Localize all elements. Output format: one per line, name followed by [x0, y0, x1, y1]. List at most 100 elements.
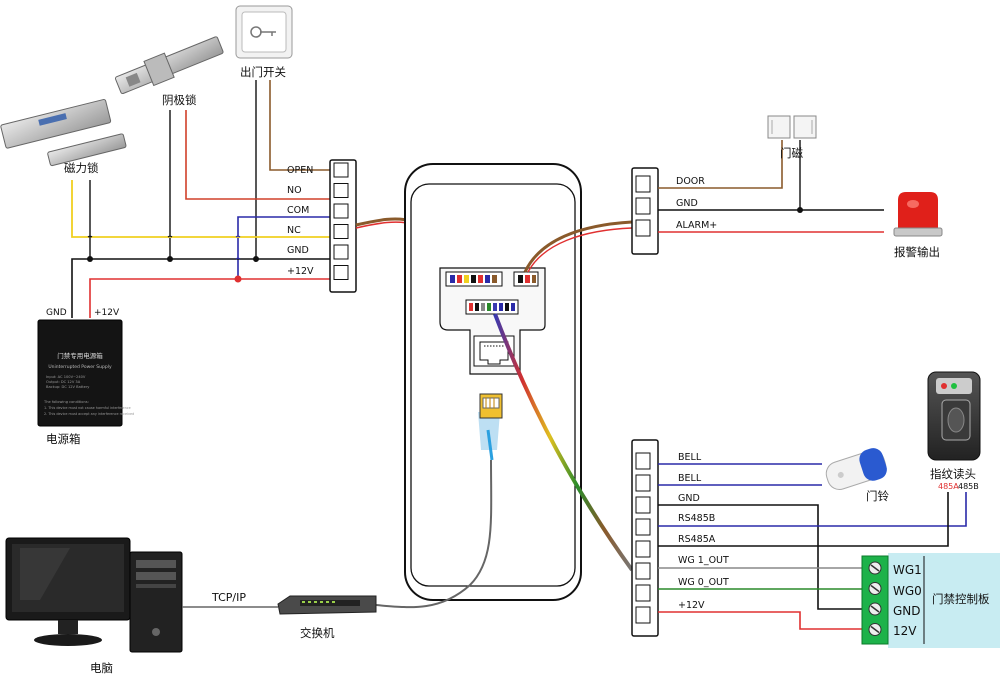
right-bottom-labels: BELL BELL GND RS485B RS485A WG 1_OUT WG …	[678, 452, 729, 611]
wire-rb-gnd	[658, 504, 866, 610]
wire-com	[237, 216, 330, 279]
terminal-bell1-label: BELL	[678, 452, 702, 463]
computer	[5, 537, 183, 653]
terminal-gnd-label: GND	[287, 245, 309, 256]
psu-gnd-label: GND	[46, 308, 67, 318]
controller-gnd-label: GND	[893, 604, 921, 618]
power-box-subtitle: Uninterrupted Power Supply	[48, 364, 112, 370]
magnetic-lock-label: 磁力锁	[64, 161, 99, 175]
power-box-note-head: The following conditions:	[43, 400, 89, 404]
wire-12v	[89, 278, 330, 318]
terminal-slot	[635, 518, 651, 536]
rs485a-label: 485A	[938, 482, 959, 491]
alarm-output-label: 报警输出	[894, 245, 940, 259]
wire-no	[185, 110, 330, 200]
terminal-rb-12v-label: +12V	[678, 600, 705, 611]
top-right-cable	[523, 220, 633, 273]
power-box-spec2: Output: DC 12V 3A	[46, 380, 81, 384]
terminal-slot	[333, 265, 349, 280]
wire-open	[269, 80, 330, 171]
rj45-plug	[478, 393, 503, 461]
terminal-rs485b-label: RS485B	[678, 513, 715, 524]
access-reader-device	[404, 163, 582, 601]
power-box-spec1: Input: AC 100V~240V	[46, 375, 86, 379]
terminal-rt-gnd-label: GND	[676, 198, 698, 209]
wire-rs485b	[658, 492, 967, 527]
power-box-spec3: Backup: DC 12V Battery	[46, 385, 90, 389]
door-sensor	[767, 115, 817, 139]
terminal-rs485a-label: RS485A	[678, 534, 716, 545]
terminal-slot	[333, 203, 349, 219]
terminal-slot	[635, 540, 651, 558]
power-box-note1: 1. This device must not cause harmful in…	[44, 406, 131, 410]
power-box-label: 电源箱	[46, 432, 81, 446]
terminal-slot	[635, 219, 651, 237]
rs485b-label: 485B	[958, 482, 979, 491]
doorbell	[825, 448, 887, 490]
strike-lock	[114, 36, 224, 95]
controller-terminal-labels: WG1 WG0 GND 12V	[893, 563, 922, 638]
access-control-board	[861, 553, 1000, 648]
terminal-nc-label: NC	[287, 225, 301, 236]
network-cable	[375, 459, 493, 609]
exit-switch-label: 出门开关	[240, 65, 286, 79]
power-box-note2: 2. This device must accept any interfere…	[44, 412, 134, 416]
terminal-wg0-out-label: WG 0_OUT	[678, 577, 729, 588]
screw-slot	[870, 584, 880, 593]
switch-label: 交换机	[300, 626, 335, 640]
wire-nc	[71, 180, 330, 238]
left-terminal-labels: OPEN NO COM NC GND +12V	[287, 165, 314, 277]
left-wiring	[71, 80, 330, 318]
psu-12v-label: +12V	[94, 308, 120, 318]
access-board-label: 门禁控制板	[932, 592, 990, 606]
controller-wg0-label: WG0	[893, 584, 922, 598]
terminal-slot	[635, 606, 651, 624]
terminal-wg1-out-label: WG 1_OUT	[678, 555, 729, 566]
left-terminal-block	[329, 159, 357, 293]
terminal-no-label: NO	[287, 185, 302, 196]
terminal-alarm-label: ALARM+	[676, 220, 717, 231]
terminal-12v-label: +12V	[287, 266, 314, 277]
terminal-slot	[333, 162, 349, 178]
screw-slot	[870, 564, 880, 572]
power-box: 门禁专用电源箱 Uninterrupted Power Supply Input…	[37, 319, 134, 427]
terminal-door-label: DOOR	[676, 176, 705, 187]
right-bottom-terminal-block	[631, 439, 659, 637]
wire-door	[658, 140, 783, 189]
right-bottom-wiring	[658, 463, 967, 630]
controller-wg1-label: WG1	[893, 563, 922, 577]
computer-label: 电脑	[90, 661, 113, 675]
terminal-slot	[635, 474, 651, 492]
power-box-title: 门禁专用电源箱	[57, 351, 103, 360]
controller-12v-label: 12V	[893, 624, 917, 638]
terminal-slot	[635, 175, 651, 193]
terminal-slot	[635, 584, 651, 602]
fingerprint-reader-label: 指纹读头	[930, 467, 976, 481]
ribbon-cable	[493, 313, 634, 572]
screw-slot	[870, 605, 880, 613]
right-top-wiring	[658, 140, 884, 233]
terminal-rb-gnd-label: GND	[678, 493, 700, 504]
magnetic-lock	[0, 99, 127, 167]
exit-switch	[235, 5, 293, 59]
tcpip-label: TCP/IP	[211, 591, 246, 604]
terminal-slot	[333, 224, 349, 239]
terminal-open-label: OPEN	[287, 165, 313, 176]
terminal-slot	[635, 197, 651, 215]
doorbell-label: 门铃	[866, 489, 889, 503]
terminal-slot	[333, 244, 349, 260]
wire-gnd	[71, 258, 330, 318]
strike-lock-label: 阴极锁	[162, 93, 197, 107]
wire-rb-12v	[658, 611, 866, 630]
screw-slot	[870, 625, 880, 634]
terminal-slot	[635, 496, 651, 514]
terminal-slot	[333, 183, 349, 198]
network-switch	[277, 595, 377, 615]
alarm-light	[893, 192, 943, 237]
wire-rs485a	[658, 492, 949, 547]
terminal-bell2-label: BELL	[678, 473, 702, 484]
terminal-slot	[635, 562, 651, 580]
door-sensor-label: 门磁	[780, 146, 803, 160]
terminal-slot	[635, 452, 651, 470]
fingerprint-reader	[927, 371, 981, 461]
